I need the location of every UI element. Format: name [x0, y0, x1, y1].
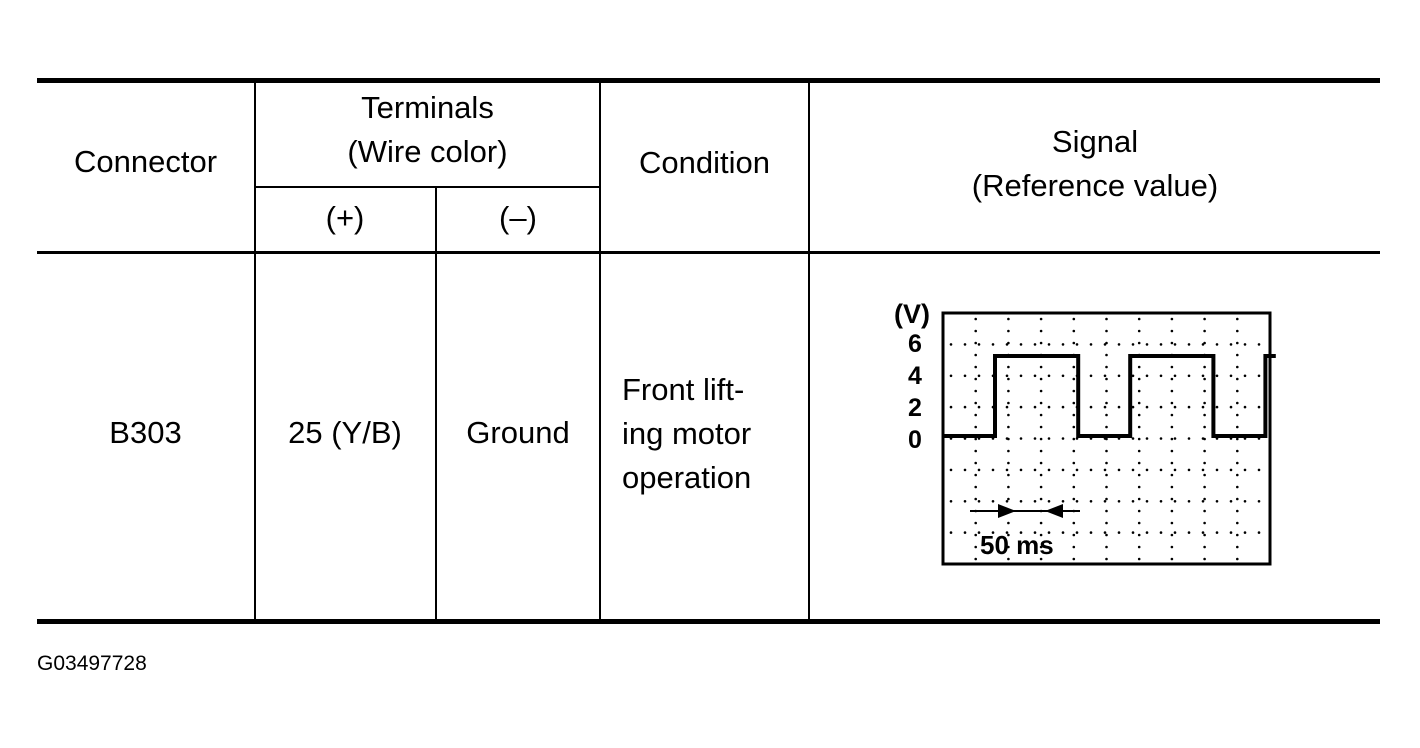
- cell-connector: B303: [109, 415, 182, 450]
- scope-unit-label: (V): [894, 299, 930, 329]
- header-signal-line2: (Reference value): [971, 168, 1219, 203]
- col-divider-3: [599, 83, 601, 619]
- time-scale-label: 50 ms: [980, 530, 1054, 560]
- y-tick-0: 0: [908, 426, 922, 454]
- header-terminals-line2: (Wire color): [347, 134, 508, 169]
- header-connector: Connector: [73, 144, 218, 179]
- col-divider-1: [254, 83, 256, 619]
- signal-waveform: [943, 354, 1276, 438]
- y-tick-4: 4: [908, 362, 922, 390]
- cell-condition-line3: operation: [622, 460, 752, 495]
- header-signal-line1: Signal: [1051, 124, 1139, 159]
- cell-plus-terminal: 25 (Y/B): [288, 415, 402, 450]
- cell-condition-line1: Front lift-: [622, 372, 745, 407]
- y-tick-6: 6: [908, 330, 922, 358]
- table-bottom-rule: [37, 619, 1380, 624]
- scope-grid: [949, 317, 1261, 561]
- signal-waveform-graph: (V) 6 4 2 0 50 ms: [894, 299, 1276, 566]
- col-divider-4: [808, 83, 810, 619]
- table-top-rule: [37, 78, 1380, 83]
- arrow-left-icon: [1045, 504, 1063, 518]
- cell-minus-terminal: Ground: [466, 415, 570, 450]
- arrow-right-icon: [998, 504, 1016, 518]
- col-divider-2: [435, 188, 437, 619]
- header-condition: Condition: [639, 145, 770, 180]
- terminals-sub-rule: [255, 186, 600, 188]
- y-tick-2: 2: [908, 394, 922, 422]
- header-minus: (–): [499, 200, 537, 235]
- cell-condition-line2: ing motor: [622, 416, 752, 451]
- header-bottom-rule: [37, 251, 1380, 254]
- time-span-arrows: [970, 504, 1080, 518]
- header-terminals-line1: Terminals: [361, 90, 494, 125]
- scope-frame: [941, 311, 1272, 566]
- figure-id: G03497728: [37, 652, 147, 675]
- header-plus: (+): [325, 200, 365, 235]
